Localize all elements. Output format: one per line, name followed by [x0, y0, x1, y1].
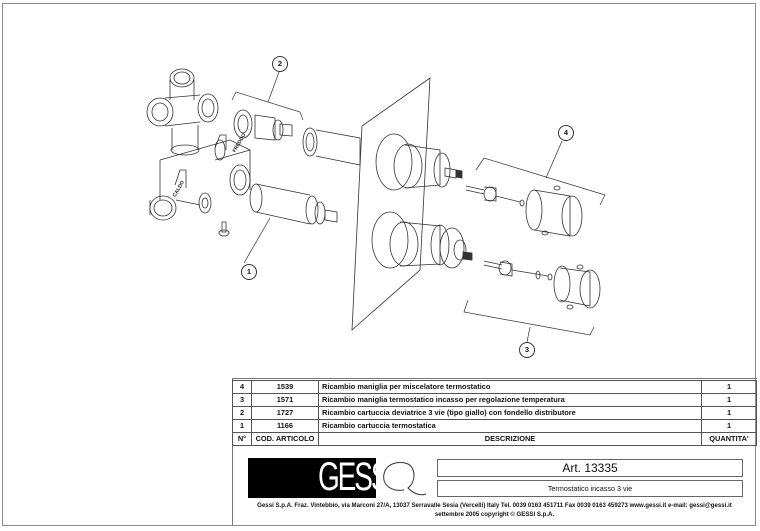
header-code: COD. ARTICOLO: [251, 432, 319, 446]
row-number: 4: [232, 380, 252, 394]
article-code: 1727: [251, 406, 319, 420]
parts-table: 4 1539 Ricambio maniglia per miscelatore…: [232, 380, 757, 446]
extension-sleeve: [302, 127, 361, 166]
quantity: 1: [701, 380, 757, 394]
quantity: 1: [701, 406, 757, 420]
callout-3: 3: [519, 342, 535, 358]
handle-3-parts: [483, 260, 601, 310]
table-row: 2 1727 Ricambio cartuccia deviatrice 3 v…: [232, 406, 757, 420]
header-number: N°: [232, 432, 252, 446]
logo-swoosh-icon: [383, 461, 427, 496]
row-number: 3: [232, 393, 252, 407]
copyright: settembre 2005 copyright © GESSI S.p.A.: [434, 511, 555, 518]
product-description: Termostatico incasso 3 vie: [437, 480, 743, 497]
article-code: 1539: [251, 380, 319, 394]
table-row: 4 1539 Ricambio maniglia per miscelatore…: [232, 380, 757, 394]
article-code: 1166: [251, 419, 319, 433]
gessi-logo: [248, 458, 376, 498]
wall-plate: [351, 77, 431, 331]
handle-4-parts: [465, 185, 583, 237]
description: Ricambio cartuccia deviatrice 3 vie (tip…: [318, 406, 702, 420]
lower-valve-assembly: [371, 211, 473, 269]
callout-leaders: [231, 71, 606, 343]
quantity: 1: [701, 419, 757, 433]
table-header-row: N° COD. ARTICOLO DESCRIZIONE QUANTITA': [232, 432, 757, 446]
callout-4: 4: [558, 125, 574, 141]
valve-body: [146, 68, 251, 237]
diverter-cartridge: [233, 109, 293, 141]
upper-valve-assembly: [375, 133, 463, 191]
description: Ricambio maniglia per miscelatore termos…: [318, 380, 702, 394]
row-number: 2: [232, 406, 252, 420]
article-number: Art. 13335: [437, 459, 743, 477]
company-address: Gessi S.p.A. Fraz. Vintebbio, via Marcon…: [257, 502, 732, 509]
header-quantity: QUANTITA': [701, 432, 757, 446]
row-number: 1: [232, 419, 252, 433]
description: Ricambio cartuccia termostatica: [318, 419, 702, 433]
header-description: DESCRIZIONE: [318, 432, 702, 446]
gessi-logo-text: GESSI: [318, 455, 395, 499]
callout-2: 2: [272, 56, 288, 72]
quantity: 1: [701, 393, 757, 407]
callout-1: 1: [241, 264, 257, 280]
title-block: [232, 378, 757, 526]
table-row: 1 1166 Ricambio cartuccia termostatica 1: [232, 419, 757, 433]
table-row: 3 1571 Ricambio maniglia termostatico in…: [232, 393, 757, 407]
drawing-frame: [2, 3, 756, 526]
description: Ricambio maniglia termostatico incasso p…: [318, 393, 702, 407]
thermostatic-cartridge: [249, 183, 338, 225]
article-code: 1571: [251, 393, 319, 407]
